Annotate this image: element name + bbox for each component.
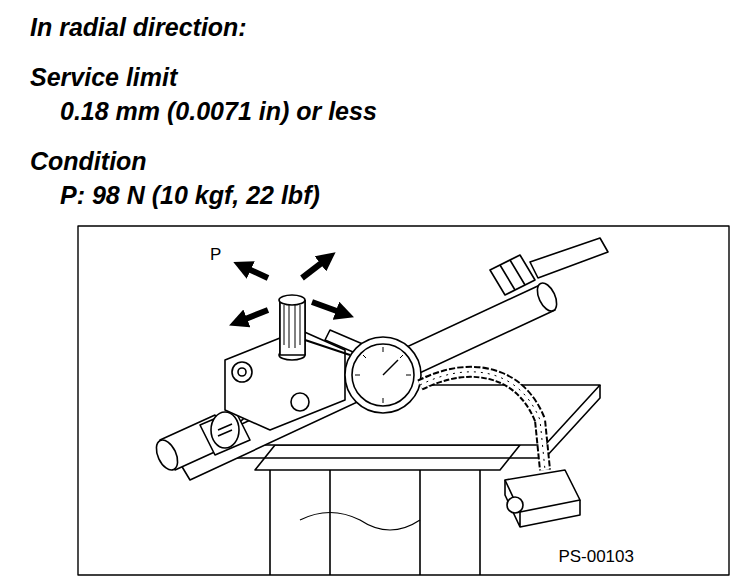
spec-value: P: 98 N (10 kgf, 22 lbf) [60, 182, 320, 210]
spec-value: 0.18 mm (0.0071 in) or less [60, 98, 377, 126]
figure-code: PS-00103 [556, 548, 636, 567]
spec-heading: Condition [30, 148, 147, 176]
force-label: P [208, 246, 223, 265]
heading-text: In radial direction: [30, 14, 247, 42]
spec-heading: Service limit [30, 64, 177, 92]
